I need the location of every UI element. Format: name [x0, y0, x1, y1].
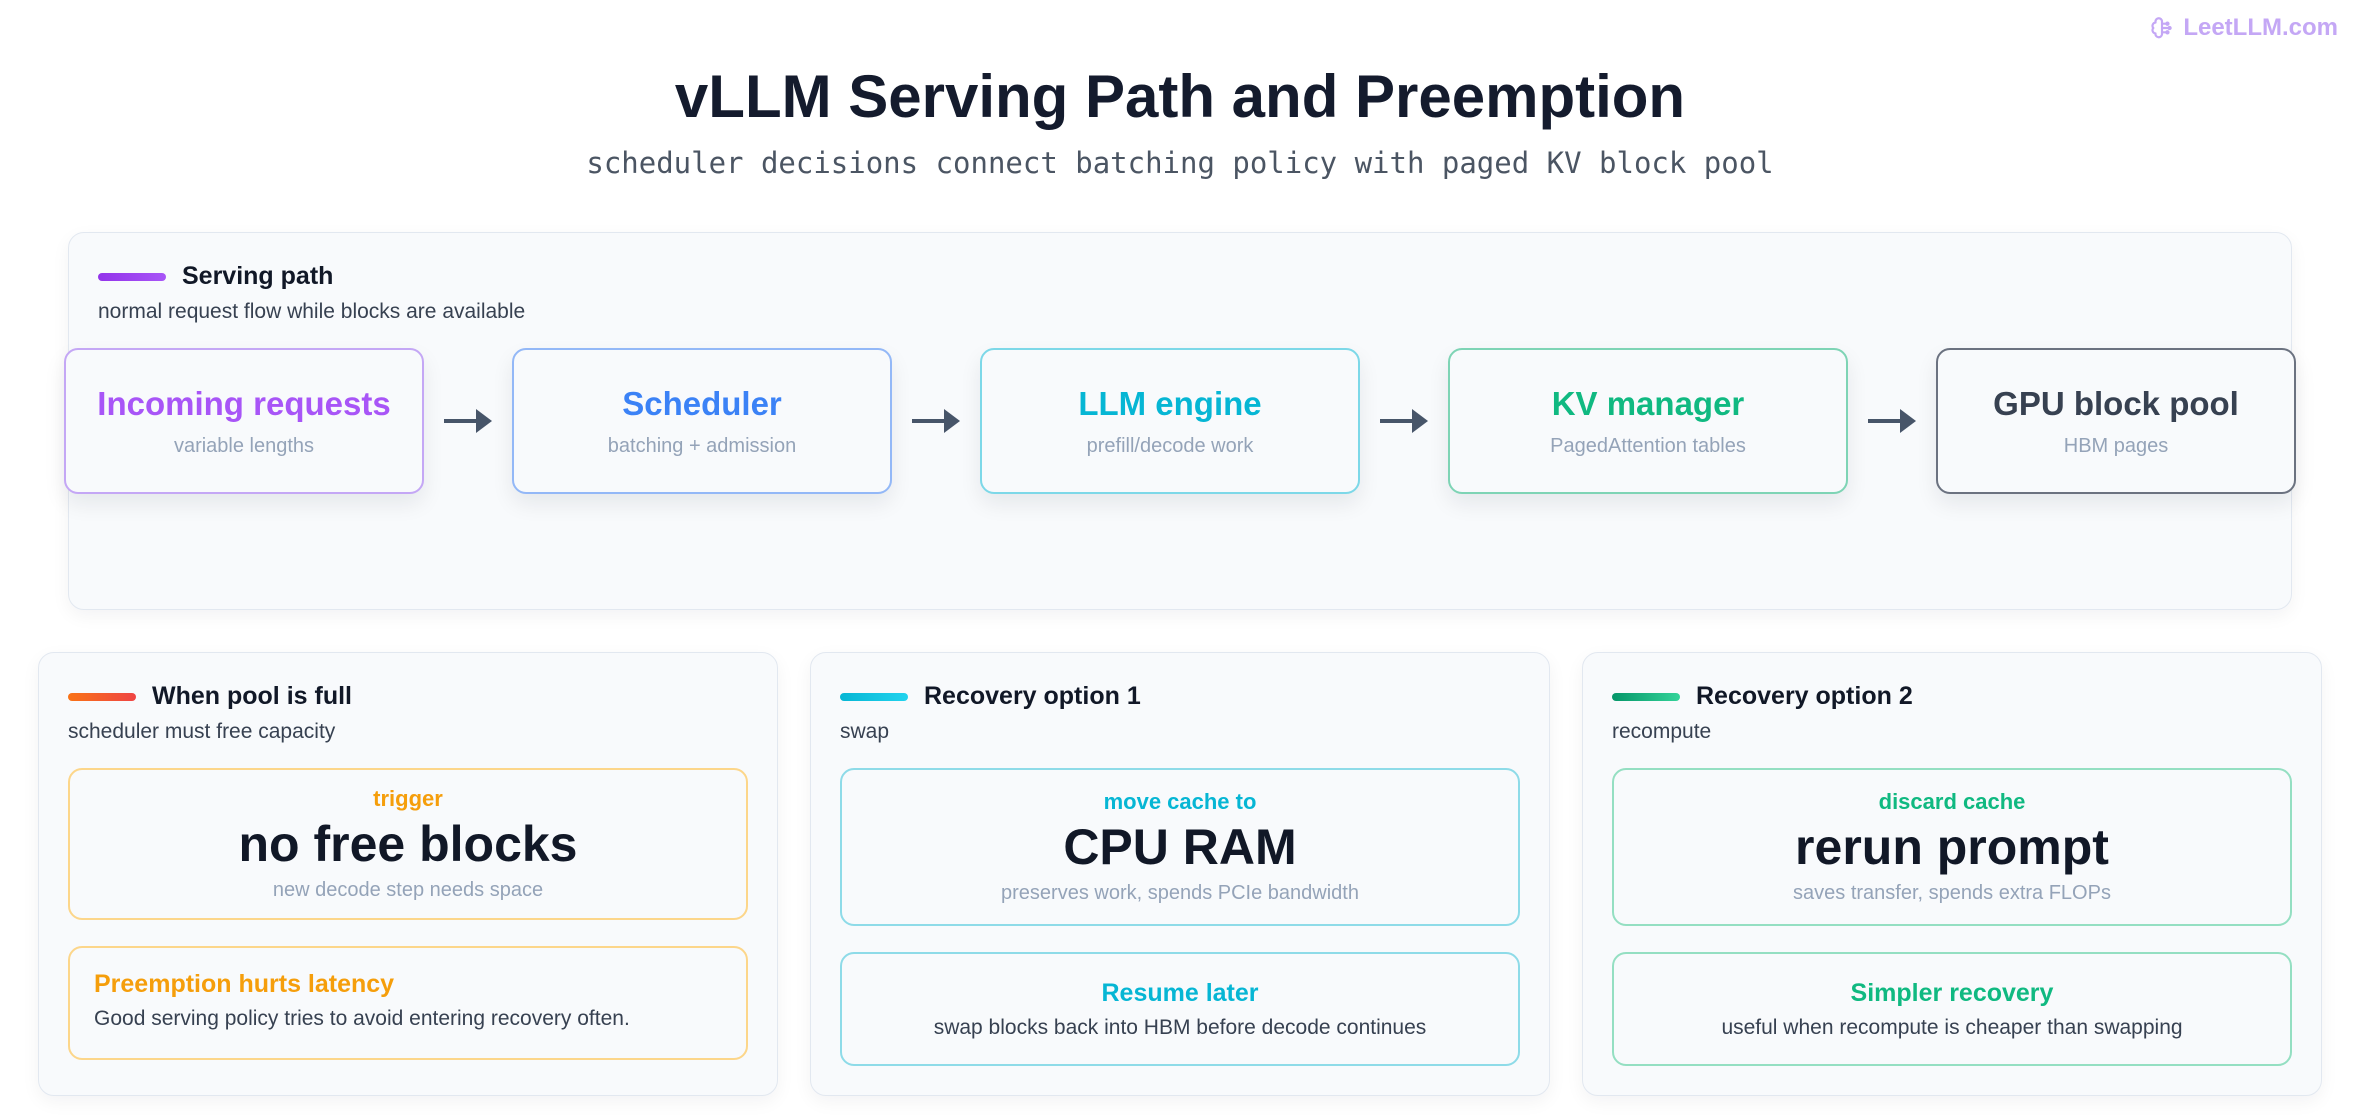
- warning-text: Good serving policy tries to avoid enter…: [94, 1007, 630, 1030]
- node-subtitle: prefill/decode work: [1086, 434, 1254, 457]
- simpler-recovery-text: useful when recompute is cheaper than sw…: [1721, 1015, 2183, 1039]
- warning-title: Preemption hurts latency: [94, 970, 395, 998]
- recompute-note: saves transfer, spends extra FLOPs: [1793, 881, 2111, 904]
- swap-main-card: move cache to CPU RAM preserves work, sp…: [840, 768, 1520, 926]
- pool-full-subtitle: scheduler must free capacity: [68, 720, 336, 743]
- swap-value: CPU RAM: [1063, 819, 1297, 876]
- node-subtitle: HBM pages: [2063, 434, 2169, 457]
- node-title: Incoming requests: [97, 384, 391, 422]
- brain-icon: [2151, 17, 2173, 39]
- node-gpu-block-pool[interactable]: GPU block pool HBM pages: [1936, 348, 2296, 494]
- recovery-option-1-title: Recovery option 1: [924, 682, 1141, 710]
- serving-path-header: Serving path: [98, 262, 333, 291]
- simpler-recovery-title: Simpler recovery: [1850, 978, 2054, 1007]
- recovery-option-2-accent: [1612, 692, 1680, 701]
- recovery-option-2-header: Recovery option 2: [1612, 682, 1913, 711]
- trigger-kicker: trigger: [373, 786, 443, 812]
- swap-note: preserves work, spends PCIe bandwidth: [1001, 881, 1359, 904]
- simpler-recovery-card: Simpler recovery useful when recompute i…: [1612, 952, 2292, 1066]
- node-title: LLM engine: [1078, 384, 1262, 422]
- recompute-kicker: discard cache: [1878, 789, 2026, 815]
- serving-path-title: Serving path: [182, 262, 334, 290]
- serving-path-subtitle: normal request flow while blocks are ava…: [98, 300, 526, 323]
- node-title: GPU block pool: [1993, 384, 2239, 422]
- node-title: KV manager: [1551, 384, 1745, 422]
- node-llm-engine[interactable]: LLM engine prefill/decode work: [980, 348, 1360, 494]
- pool-full-accent: [68, 692, 136, 701]
- brand-logo[interactable]: LeetLLM.com: [2149, 14, 2338, 42]
- resume-later-text: swap blocks back into HBM before decode …: [933, 1015, 1427, 1039]
- node-kv-manager[interactable]: KV manager PagedAttention tables: [1448, 348, 1848, 494]
- trigger-note: new decode step needs space: [272, 878, 544, 901]
- node-subtitle: PagedAttention tables: [1550, 434, 1746, 457]
- recompute-main-card: discard cache rerun prompt saves transfe…: [1612, 768, 2292, 926]
- recompute-value: rerun prompt: [1795, 819, 2109, 876]
- node-subtitle: variable lengths: [173, 434, 315, 457]
- node-scheduler[interactable]: Scheduler batching + admission: [512, 348, 892, 494]
- resume-later-title: Resume later: [1101, 978, 1259, 1007]
- trigger-value: no free blocks: [238, 816, 578, 873]
- page-title: vLLM Serving Path and Preemption: [674, 63, 1686, 130]
- recovery-option-1-header: Recovery option 1: [840, 682, 1141, 711]
- trigger-card: trigger no free blocks new decode step n…: [68, 768, 748, 920]
- resume-later-card: Resume later swap blocks back into HBM b…: [840, 952, 1520, 1066]
- node-title: Scheduler: [622, 384, 782, 422]
- recovery-option-2-subtitle: recompute: [1612, 720, 1712, 743]
- serving-path-accent: [98, 272, 166, 281]
- node-incoming-requests[interactable]: Incoming requests variable lengths: [64, 348, 424, 494]
- arrow-right-icon: [1868, 409, 1916, 433]
- swap-kicker: move cache to: [1103, 789, 1257, 815]
- page-subtitle: scheduler decisions connect batching pol…: [586, 146, 1774, 180]
- arrow-right-icon: [912, 409, 960, 433]
- arrow-right-icon: [1380, 409, 1428, 433]
- recovery-option-2-title: Recovery option 2: [1696, 682, 1913, 710]
- recovery-option-1-accent: [840, 692, 908, 701]
- recovery-option-1-subtitle: swap: [840, 720, 890, 743]
- brand-name: LeetLLM.com: [2183, 14, 2338, 41]
- node-subtitle: batching + admission: [607, 434, 797, 457]
- arrow-right-icon: [444, 409, 492, 433]
- preemption-warning-card: Preemption hurts latency Good serving po…: [68, 946, 748, 1060]
- pool-full-title: When pool is full: [152, 682, 352, 710]
- pool-full-header: When pool is full: [68, 682, 352, 711]
